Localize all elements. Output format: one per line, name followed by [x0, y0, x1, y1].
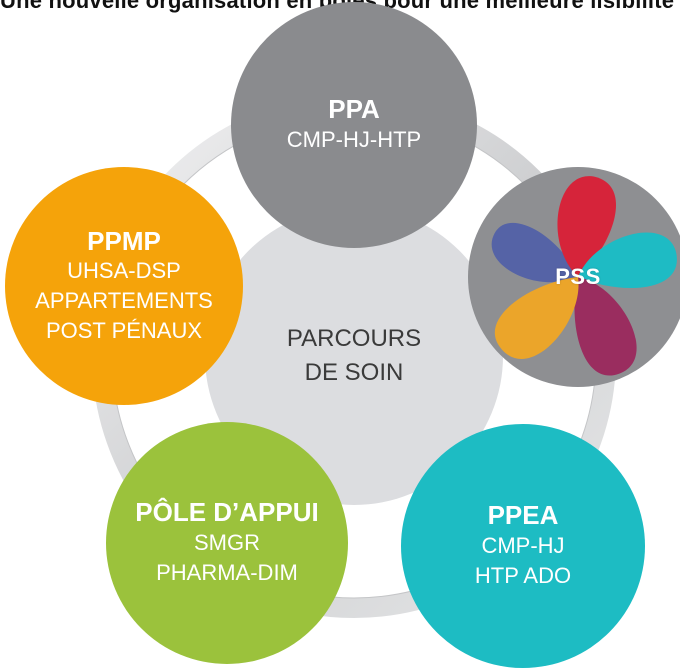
pss-petal-red [557, 176, 616, 277]
node-pss-title: PSS [555, 264, 601, 289]
node-pole-appui-line2: PHARMA-DIM [156, 559, 298, 585]
pss-petal-purple [574, 277, 637, 376]
node-pss: PSS [466, 165, 680, 389]
node-ppa-title: PPA [328, 94, 380, 125]
pss-petal-cyan [578, 232, 677, 289]
node-ppa-line1: CMP-HJ-HTP [286, 127, 422, 153]
pss-flower-logo [468, 167, 680, 387]
node-ppea-line2: HTP ADO [474, 562, 572, 588]
node-ppmp: PPMP UHSA-DSP APPARTEMENTS POST PÉNAUX [5, 167, 243, 405]
node-pole-appui-title: PÔLE D’APPUI [135, 497, 319, 528]
node-ppmp-line2: APPARTEMENTS [35, 288, 213, 314]
node-ppmp-line3: POST PÉNAUX [45, 317, 203, 343]
node-ppmp-title: PPMP [87, 225, 161, 256]
node-pole-appui: PÔLE D’APPUI SMGR PHARMA-DIM [106, 422, 348, 664]
node-ppea: PPEA CMP-HJ HTP ADO [401, 424, 645, 668]
center-label-line2: DE SOIN [304, 359, 404, 386]
node-pole-appui-line1: SMGR [194, 530, 260, 556]
node-ppea-line1: CMP-HJ [481, 533, 565, 559]
node-ppmp-line1: UHSA-DSP [67, 258, 181, 284]
node-ppea-title: PPEA [487, 500, 559, 531]
node-ppa: PPA CMP-HJ-HTP [231, 2, 477, 248]
pss-petal-blue [491, 222, 578, 283]
pss-petal-orange [494, 277, 579, 359]
center-label-line1: PARCOURS [286, 325, 422, 353]
